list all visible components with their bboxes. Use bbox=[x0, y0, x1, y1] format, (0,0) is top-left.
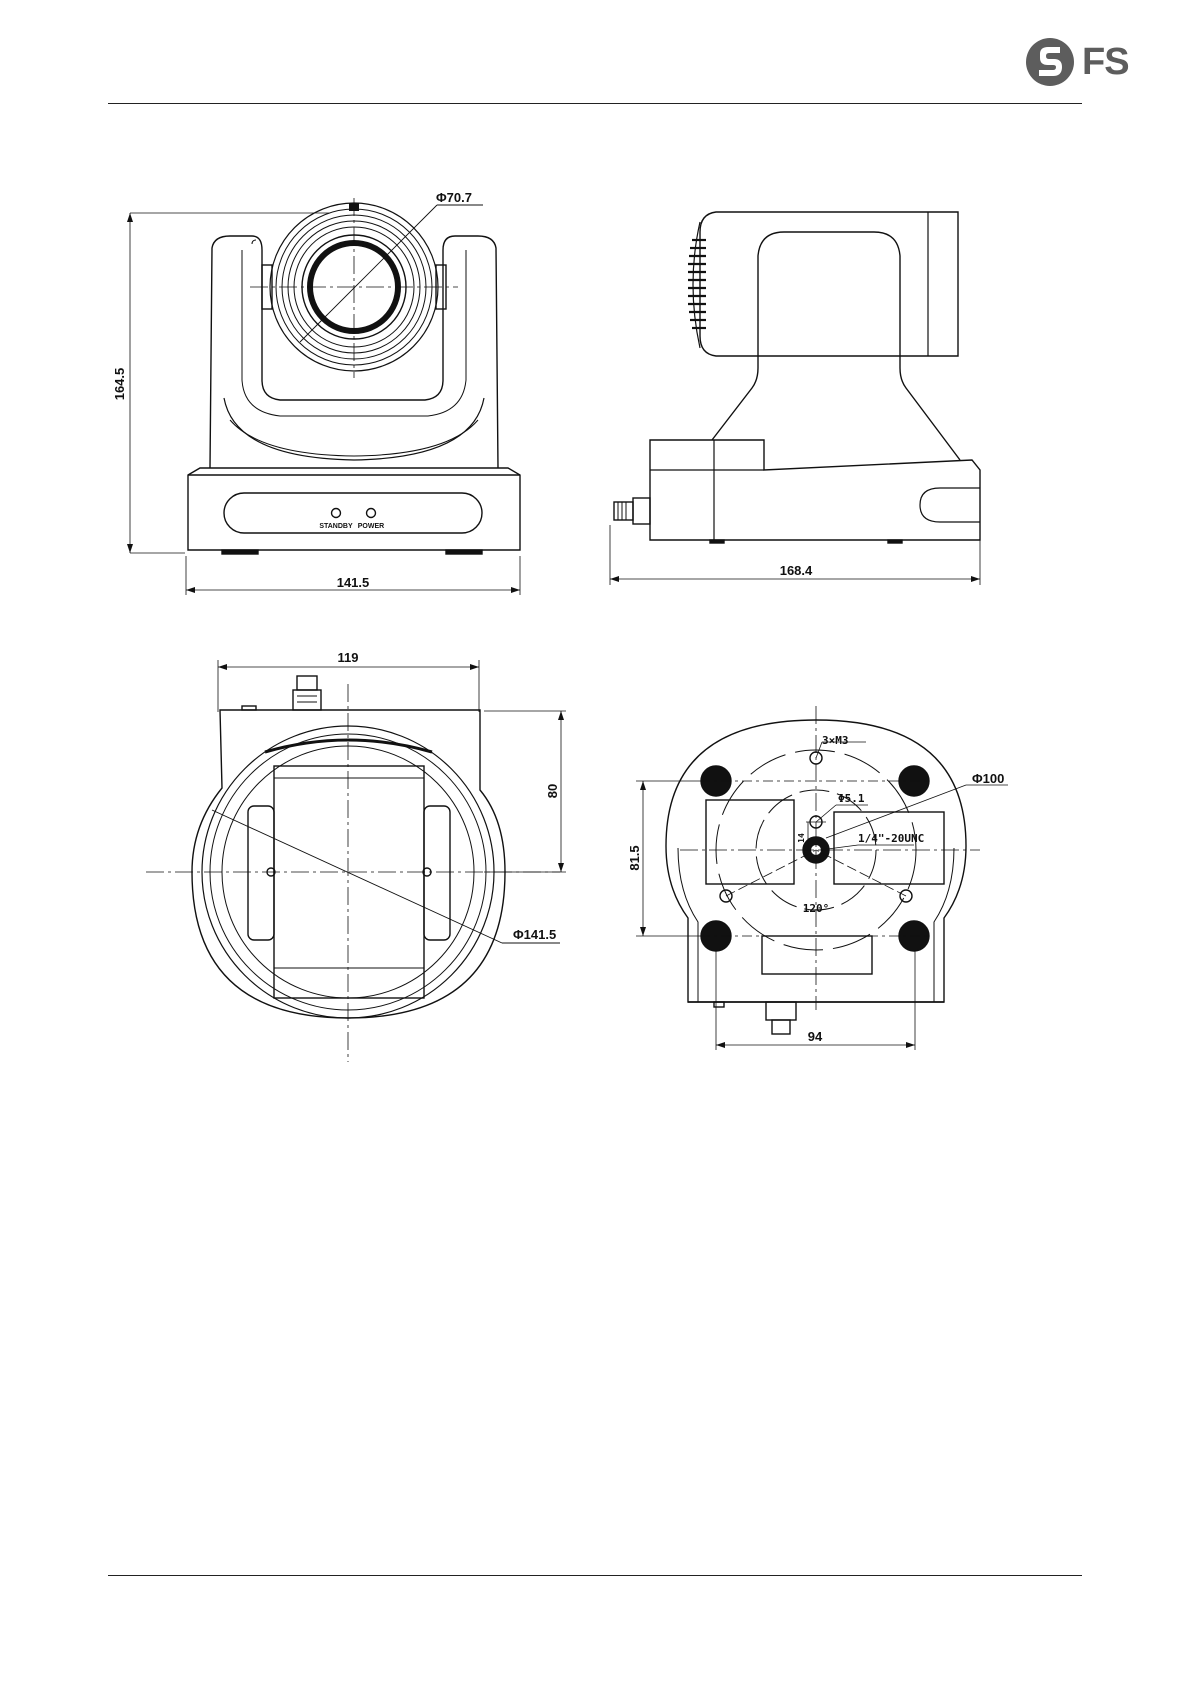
lens-diameter-label: Φ70.7 bbox=[436, 190, 472, 205]
thread-label: 1/4"-20UNC bbox=[858, 832, 924, 845]
front-height-label: 164.5 bbox=[112, 368, 127, 401]
side-depth-label: 168.4 bbox=[780, 563, 813, 578]
bottom-view bbox=[636, 706, 1008, 1050]
top-width-label: 119 bbox=[338, 650, 359, 665]
hole-offset-label: 14 bbox=[797, 833, 806, 843]
bottom-diameter-label: Φ100 bbox=[972, 771, 1004, 786]
top-depth-label: 80 bbox=[545, 784, 560, 798]
front-width-label: 141.5 bbox=[337, 575, 370, 590]
foot-spacing-vertical-label: 81.5 bbox=[627, 845, 642, 870]
top-view bbox=[146, 660, 566, 1062]
power-indicator-label: POWER bbox=[358, 523, 384, 530]
foot-spacing-horizontal-label: 94 bbox=[808, 1029, 823, 1044]
footer-rule bbox=[108, 1575, 1082, 1576]
screws-label: 3×M3 bbox=[822, 734, 849, 747]
front-view bbox=[127, 198, 520, 595]
standby-indicator-label: STANDBY bbox=[319, 523, 353, 530]
top-diameter-label: Φ141.5 bbox=[513, 927, 556, 942]
hole-label: Φ5.1 bbox=[838, 792, 865, 805]
side-view bbox=[610, 212, 980, 585]
angle-label: 120° bbox=[803, 902, 830, 915]
